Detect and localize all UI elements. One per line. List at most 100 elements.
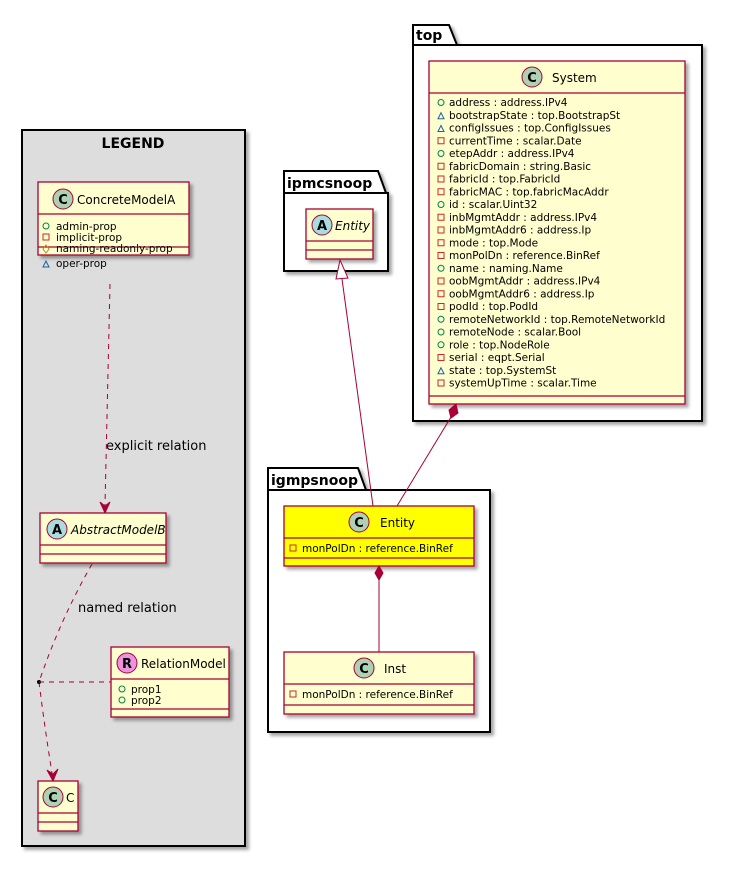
svg-text:C: C xyxy=(359,662,369,677)
public-marker-icon xyxy=(118,685,126,693)
private-marker-icon xyxy=(437,239,445,247)
package-name: igmpsnoop xyxy=(271,473,358,489)
system-member: configIssues : top.ConfigIssues xyxy=(449,123,611,135)
named-relation-label: named relation xyxy=(78,601,177,616)
member: monPolDn : reference.BinRef xyxy=(302,689,453,701)
private-marker-icon xyxy=(437,303,445,310)
class-system[interactable]: C System address : address.IPv4bootstrap… xyxy=(428,60,686,405)
public-marker-icon xyxy=(437,328,445,336)
package-marker-icon xyxy=(437,124,445,132)
system-member: bootstrapState : top.BootstrapSt xyxy=(449,110,620,122)
package-marker-icon xyxy=(437,111,445,120)
package-marker-icon xyxy=(42,259,50,268)
public-marker-icon xyxy=(437,150,445,157)
svg-text:C: C xyxy=(48,791,58,806)
composition-entity-inst xyxy=(374,564,384,652)
package-marker-icon xyxy=(437,366,445,375)
member: implicit-prop xyxy=(56,232,122,244)
class-ipmcsnoop-entity[interactable]: A Entity xyxy=(305,208,374,260)
system-member: state : top.SystemSt xyxy=(449,365,556,377)
system-member: fabricDomain : string.Basic xyxy=(449,161,591,173)
member: admin-prop xyxy=(56,221,117,233)
system-member: oobMgmtAddr6 : address.Ip xyxy=(449,288,595,300)
private-marker-icon xyxy=(437,213,445,221)
system-member: fabricMAC : top.fabricMacAddr xyxy=(449,186,609,198)
class-abstract-model-b[interactable]: A AbstractModelB xyxy=(39,512,167,564)
public-marker-icon xyxy=(437,315,445,323)
class-name: Entity xyxy=(335,219,371,233)
public-marker-icon xyxy=(437,201,445,208)
explicit-relation-arrow: explicit relation xyxy=(99,283,206,515)
class-name: AbstractModelB xyxy=(70,523,166,537)
public-marker-icon xyxy=(42,222,50,230)
private-marker-icon xyxy=(289,544,297,552)
private-marker-icon xyxy=(437,379,445,387)
system-member: fabricId : top.FabricId xyxy=(449,174,560,186)
private-marker-icon xyxy=(437,188,445,196)
member: prop2 xyxy=(131,695,162,707)
private-marker-icon xyxy=(42,233,50,241)
svg-text:A: A xyxy=(52,523,62,538)
class-igmpsnoop-entity[interactable]: C Entity monPolDn : reference.BinRef xyxy=(283,505,475,567)
system-member: inbMgmtAddr : address.IPv4 xyxy=(449,212,597,224)
public-marker-icon xyxy=(437,99,445,106)
package-name: ipmcsnoop xyxy=(287,176,372,192)
system-member: inbMgmtAddr6 : address.Ip xyxy=(449,225,592,237)
composition-diamond xyxy=(374,564,384,582)
svg-text:C: C xyxy=(527,71,537,86)
member: monPolDn : reference.BinRef xyxy=(302,543,453,555)
class-c-icon xyxy=(348,511,370,533)
class-c-icon xyxy=(353,657,375,679)
class-name: RelationModel xyxy=(141,657,226,671)
composition-system-entity xyxy=(396,403,459,507)
system-member: monPolDn : reference.BinRef xyxy=(449,250,600,262)
member: naming-readonly-prop xyxy=(56,243,173,255)
private-marker-icon xyxy=(437,354,445,361)
class-name: C xyxy=(66,791,74,805)
system-member: name : naming.Name xyxy=(449,263,563,275)
abstract-a-icon xyxy=(311,214,333,236)
private-marker-icon xyxy=(289,690,297,698)
class-c[interactable]: C C xyxy=(37,780,79,832)
system-member: id : scalar.Uint32 xyxy=(449,199,537,211)
system-member: etepAddr : address.IPv4 xyxy=(449,148,575,160)
class-concrete-model-a[interactable]: C ConcreteModelA admin-prop implicit-pro… xyxy=(37,181,190,256)
class-inst[interactable]: C Inst monPolDn : reference.BinRef xyxy=(283,651,475,715)
class-name: System xyxy=(552,71,597,85)
system-member: mode : top.Mode xyxy=(449,237,538,249)
system-member: podId : top.PodId xyxy=(449,301,538,313)
system-member: systemUpTime : scalar.Time xyxy=(449,378,597,390)
class-relation-model[interactable]: R RelationModel prop1 prop2 xyxy=(110,646,230,718)
private-marker-icon xyxy=(437,137,445,145)
member: oper-prop xyxy=(56,258,107,270)
system-member: role : top.NodeRole xyxy=(449,339,550,351)
system-member: currentTime : scalar.Date xyxy=(449,135,582,147)
svg-text:C: C xyxy=(354,516,364,531)
named-relation-line: named relation xyxy=(37,563,177,783)
inheritance-arrow xyxy=(335,258,374,507)
composition-diamond xyxy=(448,403,459,419)
system-member: oobMgmtAddr : address.IPv4 xyxy=(449,276,601,288)
private-marker-icon xyxy=(437,252,445,259)
private-marker-icon xyxy=(437,277,445,285)
abstract-a-icon xyxy=(46,518,68,540)
public-marker-icon xyxy=(437,341,445,349)
private-marker-icon xyxy=(437,162,445,170)
public-marker-icon xyxy=(118,696,126,704)
system-member: address : address.IPv4 xyxy=(449,97,568,109)
private-marker-icon xyxy=(437,290,445,298)
class-name: ConcreteModelA xyxy=(77,193,176,207)
svg-text:C: C xyxy=(58,193,68,208)
svg-text:R: R xyxy=(122,657,132,672)
private-marker-icon xyxy=(437,175,445,183)
svg-text:A: A xyxy=(317,219,327,234)
public-marker-icon xyxy=(437,264,445,272)
class-c-icon xyxy=(521,66,543,88)
system-member: remoteNetworkId : top.RemoteNetworkId xyxy=(449,314,665,326)
package-name: top xyxy=(416,28,442,44)
relation-r-icon xyxy=(116,652,138,674)
class-name: Inst xyxy=(384,662,406,676)
class-c-icon xyxy=(42,786,64,808)
